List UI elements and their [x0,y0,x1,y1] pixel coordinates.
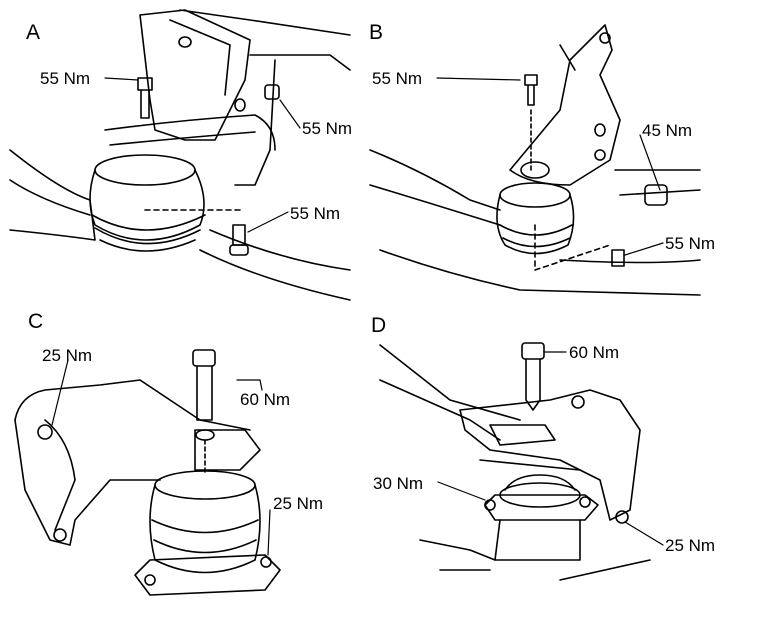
panel-c-drawing [14,349,281,596]
torque-label: 60 Nm [240,390,291,409]
torque-label: 55 Nm [40,69,91,88]
panel-label-c: C [28,310,44,333]
panel-a-drawing [9,9,351,301]
panel-label-a: A [26,21,41,44]
torque-label: 25 Nm [273,494,324,513]
torque-label: 45 Nm [642,121,693,140]
panel-label-b: B [369,21,384,44]
panel-d-drawing [379,342,651,581]
torque-label: 55 Nm [665,234,716,253]
torque-label: 25 Nm [665,536,716,555]
torque-label: 30 Nm [373,474,424,493]
leader-lines [51,77,664,556]
torque-label: 60 Nm [569,343,620,362]
panel-label-d: D [371,314,387,337]
torque-label: 55 Nm [372,69,423,88]
panel-b-drawing [369,24,701,296]
torque-label: 55 Nm [302,119,353,138]
torque-label: 25 Nm [42,346,93,365]
torque-label: 55 Nm [290,204,341,223]
